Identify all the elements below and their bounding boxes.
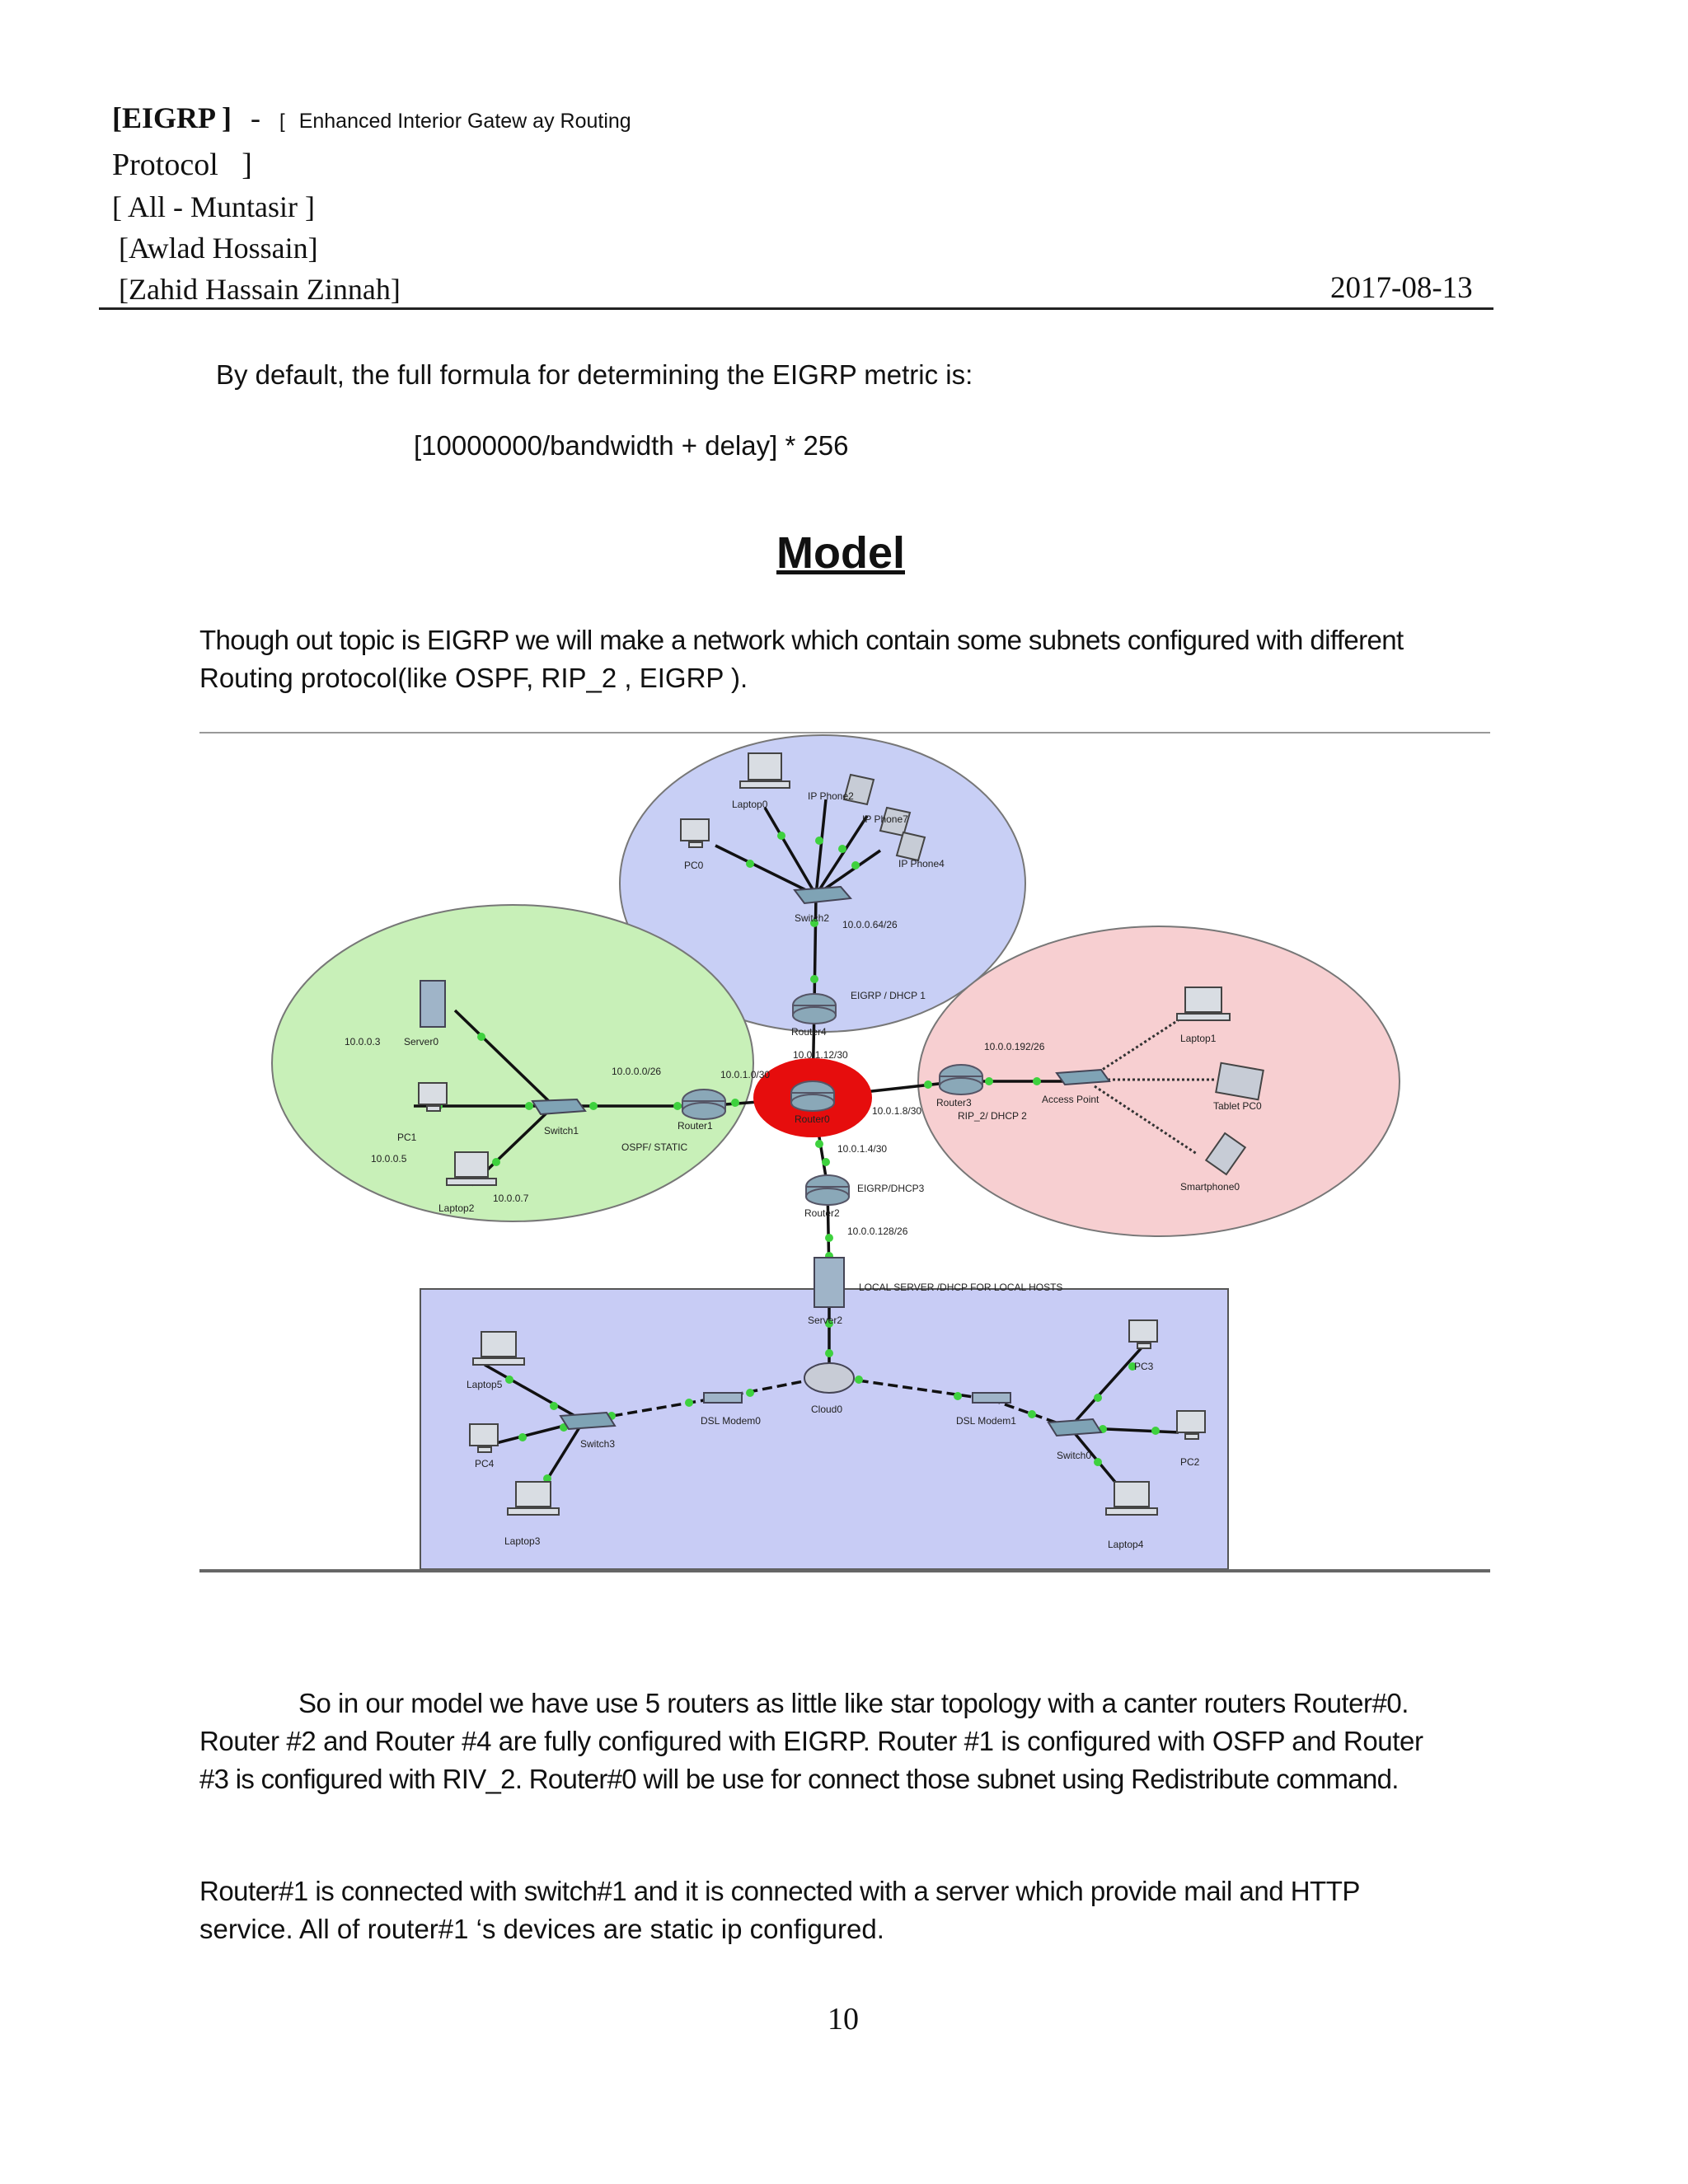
lbl-router3: Router3: [936, 1097, 972, 1108]
lbl-net128: 10.0.0.128/26: [847, 1226, 908, 1237]
lbl-pc0: PC0: [684, 860, 704, 871]
author-2: [Awlad Hossain]: [119, 232, 318, 265]
lbl-ipphone2: IP Phone2: [808, 790, 854, 802]
lbl-ipphone4: IP Phone4: [898, 858, 945, 869]
lbl-ospf: OSPF/ STATIC: [621, 1141, 688, 1153]
lbl-net12: 10.0.1.12/30: [793, 1049, 848, 1061]
lbl-net14: 10.0.1.4/30: [837, 1143, 887, 1155]
lbl-smartphone: Smartphone0: [1180, 1181, 1240, 1193]
section-title: Model: [776, 528, 905, 578]
lbl-ipphone7: IP Phone7: [862, 813, 908, 825]
lbl-rip: RIP_2/ DHCP 2: [958, 1110, 1027, 1122]
lbl-router1: Router1: [678, 1120, 713, 1132]
para3-line2: service. All of router#1 ‘s devices are …: [199, 1914, 884, 1944]
formula: [10000000/bandwidth + delay] * 256: [414, 430, 849, 461]
pc-laptop-icons: [418, 752, 1231, 1516]
lbl-localserver: LOCAL SERVER /DHCP FOR LOCAL HOSTS: [859, 1282, 1062, 1293]
title-dash: -: [251, 101, 261, 134]
router-icons: [682, 993, 983, 1206]
wan-icons: [703, 1362, 1011, 1404]
lbl-laptop1: Laptop1: [1180, 1033, 1217, 1044]
network-diagram: Laptop0 IP Phone2 IP Phone7 IP Phone4 PC…: [271, 734, 1400, 1569]
page-number: 10: [828, 2002, 859, 2036]
lbl-ip7: 10.0.0.7: [493, 1193, 529, 1204]
lbl-ip5: 10.0.0.5: [371, 1153, 407, 1165]
author-1: [ All - Muntasir ]: [112, 190, 315, 223]
lbl-dsl0: DSL Modem0: [701, 1415, 761, 1427]
lbl-ap: Access Point: [1042, 1094, 1100, 1105]
title-rest: Enhanced Interior Gatew ay Routing: [298, 110, 631, 133]
para1-line1: Though out topic is EIGRP we will make a…: [199, 625, 1404, 655]
lbl-dsl1: DSL Modem1: [956, 1415, 1016, 1427]
lbl-cloud0: Cloud0: [811, 1404, 842, 1415]
lbl-server2: Server2: [808, 1315, 842, 1326]
lbl-switch2: Switch2: [795, 912, 829, 924]
diagram-bottom-rule: [199, 1569, 1490, 1572]
lbl-server0: Server0: [404, 1036, 438, 1047]
para3-line1: Router#1 is connected with switch#1 and …: [199, 1876, 1360, 1906]
title-line2: Protocol ]: [112, 148, 252, 182]
lbl-router4: Router4: [791, 1026, 827, 1038]
lbl-net0: 10.0.0.0/26: [612, 1066, 661, 1077]
lbl-eigrp-dhcp3: EIGRP/DHCP3: [857, 1183, 925, 1194]
lbl-ip3: 10.0.0.3: [345, 1036, 381, 1047]
para2-line1: So in our model we have use 5 routers as…: [298, 1688, 1409, 1718]
title-bold: [EIGRP ]: [112, 101, 232, 134]
lbl-pc3: PC3: [1134, 1361, 1154, 1372]
switch-icons: [531, 885, 1111, 1437]
lbl-switch0: Switch0: [1057, 1450, 1091, 1461]
lbl-pc1: PC1: [397, 1132, 417, 1143]
lbl-net192: 10.0.0.192/26: [984, 1041, 1045, 1052]
intro-line: By default, the full formula for determi…: [216, 359, 973, 390]
para2-line2: Router #2 and Router #4 are fully config…: [199, 1726, 1423, 1756]
lbl-laptop0: Laptop0: [732, 799, 768, 810]
lbl-net10: 10.0.1.0/30: [720, 1069, 770, 1080]
para1-line2: Routing protocol(like OSPF, RIP_2 , EIGR…: [199, 663, 748, 693]
para2-line3: #3 is configured with RIV_2. Router#0 wi…: [199, 1764, 1399, 1794]
zone-ospf-left: [271, 904, 754, 1222]
diagram-top-rule: [199, 732, 1490, 733]
header-title: [EIGRP ] - [ Enhanced Interior Gatew ay …: [112, 101, 631, 135]
header-rule: [99, 307, 1493, 310]
lbl-pc2: PC2: [1180, 1456, 1200, 1468]
header-date: 2017-08-13: [1330, 271, 1473, 305]
server-icons: [420, 980, 845, 1308]
title-bracket: [: [279, 110, 285, 133]
lbl-router2: Router2: [804, 1207, 840, 1219]
lbl-switch3: Switch3: [580, 1438, 615, 1450]
lbl-net18: 10.0.1.8/30: [872, 1105, 921, 1117]
lbl-pc4: PC4: [475, 1458, 495, 1469]
lbl-laptop2: Laptop2: [438, 1202, 475, 1214]
lbl-laptop3: Laptop3: [504, 1535, 541, 1547]
lbl-switch1: Switch1: [544, 1125, 579, 1137]
zone-rip-right: [917, 926, 1400, 1237]
lbl-laptop4: Laptop4: [1108, 1539, 1144, 1550]
lbl-router0: Router0: [795, 1113, 830, 1125]
author-3: [Zahid Hassain Zinnah]: [119, 273, 401, 306]
lbl-tablet: Tablet PC0: [1213, 1100, 1262, 1112]
lbl-net64: 10.0.0.64/26: [842, 919, 898, 930]
lbl-eigrp-dhcp1: EIGRP / DHCP 1: [851, 990, 926, 1001]
lbl-laptop5: Laptop5: [467, 1379, 503, 1390]
phone-icons: [842, 773, 1264, 1176]
